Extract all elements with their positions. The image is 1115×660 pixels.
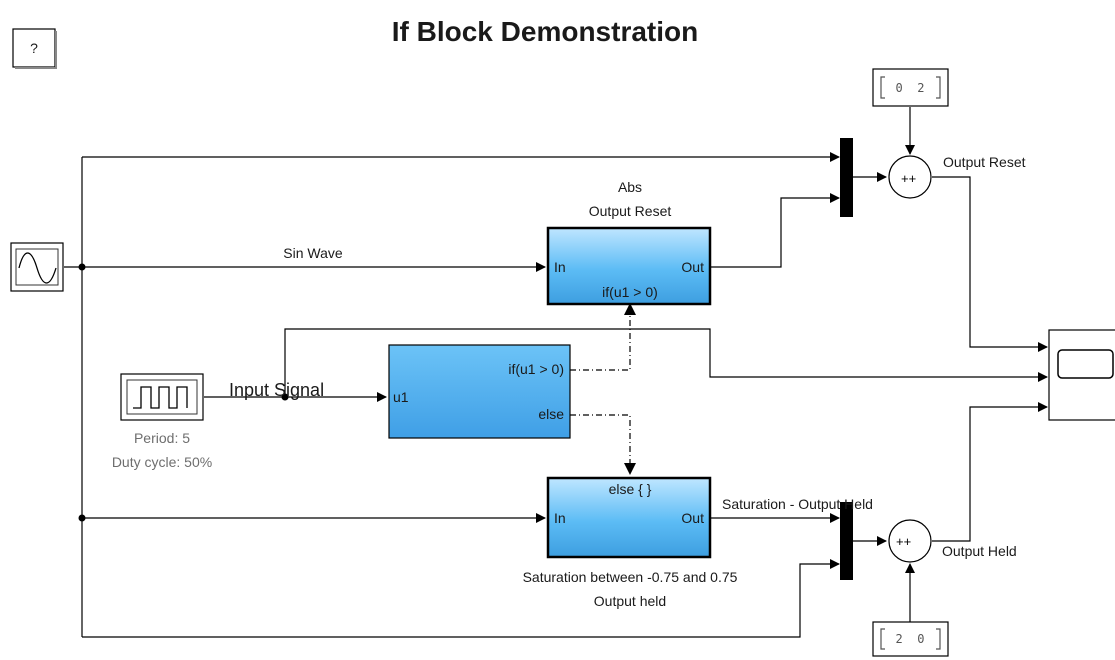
abs-label: Abs (618, 179, 642, 195)
signal-label-saturation-held: Saturation - Output Held (722, 496, 873, 512)
pulse-icon (133, 386, 188, 409)
scope-block[interactable] (1048, 329, 1115, 421)
sine-wave-icon (18, 252, 57, 284)
sum-top-signs: ++ (901, 171, 916, 186)
pulse-period-label: Period: 5 (134, 430, 190, 446)
sat-label: Saturation between -0.75 and 0.75 (523, 569, 738, 585)
abs-subsystem-block[interactable]: In Out if(u1 > 0) (546, 226, 712, 306)
pulse-generator-block[interactable] (120, 373, 204, 421)
mux-top-block[interactable] (840, 138, 853, 217)
constant-bottom-value: 2 0 (896, 632, 925, 646)
signal-label-output-reset: Output Reset (943, 154, 1026, 170)
sat-in-port: In (554, 510, 566, 526)
sum-bottom-signs: ++ (896, 534, 911, 549)
signal-label-output-held: Output Held (942, 543, 1017, 559)
sine-wave-block[interactable] (10, 242, 64, 292)
sat-sublabel: Output held (594, 593, 666, 609)
help-button[interactable]: ? (12, 28, 57, 69)
signal-label-sin-wave: Sin Wave (283, 245, 343, 261)
sat-action-port: else { } (609, 481, 652, 497)
sum-bottom-block[interactable]: ++ (888, 519, 932, 563)
abs-sublabel: Output Reset (589, 203, 672, 219)
sum-top-block[interactable]: ++ (888, 155, 932, 199)
scope-icon (1057, 349, 1114, 379)
help-button-label: ? (30, 40, 38, 56)
else-output-port: else (538, 406, 564, 422)
mux-bottom-block[interactable] (840, 502, 853, 580)
sat-out-port: Out (681, 510, 704, 526)
signal-lines (64, 107, 1048, 638)
abs-in-port: In (554, 259, 566, 275)
if-output-port: if(u1 > 0) (508, 361, 564, 377)
saturation-subsystem-block[interactable]: else { } In Out (546, 476, 712, 559)
if-block[interactable]: u1 if(u1 > 0) else (388, 344, 571, 439)
abs-action-port: if(u1 > 0) (602, 284, 658, 300)
constant-top-block[interactable]: 0 2 (872, 68, 949, 107)
pulse-duty-label: Duty cycle: 50% (112, 454, 212, 470)
abs-out-port: Out (681, 259, 704, 275)
if-input-port: u1 (393, 389, 409, 405)
signal-label-input-signal: Input Signal (229, 380, 324, 400)
constant-bottom-block[interactable]: 2 0 (872, 621, 949, 657)
constant-top-value: 0 2 (896, 81, 925, 95)
page-title: If Block Demonstration (392, 16, 698, 47)
